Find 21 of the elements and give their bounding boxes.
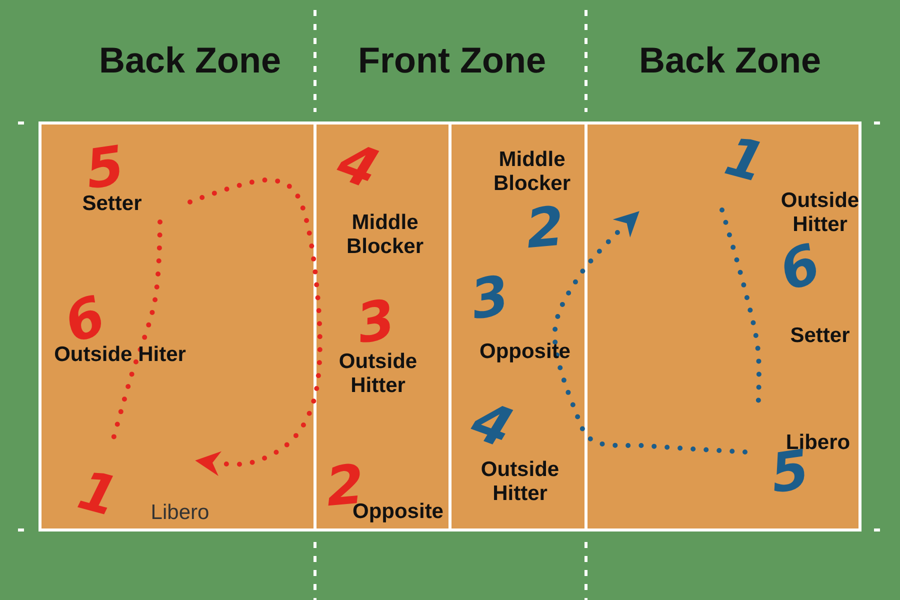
player-role: Outside Hitter (338, 350, 418, 398)
player-role: Outside Hiter (53, 342, 187, 368)
player-role: Opposite (478, 340, 572, 364)
position-number: 1 (72, 463, 124, 525)
player-role: Outside Hitter (780, 188, 860, 238)
zone-heading: Back Zone (638, 39, 822, 81)
position-number: 3 (352, 292, 400, 352)
player-role: Setter (789, 324, 851, 348)
player-role: Middle Blocker (492, 148, 572, 196)
position-number: 3 (466, 268, 514, 328)
position-number: 4 (465, 393, 519, 457)
player-role: Middle Blocker (345, 210, 425, 260)
player-role: Setter (82, 192, 142, 216)
position-number: 2 (524, 199, 566, 257)
player-role: Libero (150, 500, 210, 526)
position-number: 4 (331, 134, 385, 198)
player-role: Outside Hitter (480, 458, 560, 506)
position-number: 1 (720, 129, 770, 191)
position-number: 6 (773, 236, 827, 300)
zone-heading: Front Zone (358, 39, 546, 81)
zone-heading: Back Zone (98, 39, 282, 81)
